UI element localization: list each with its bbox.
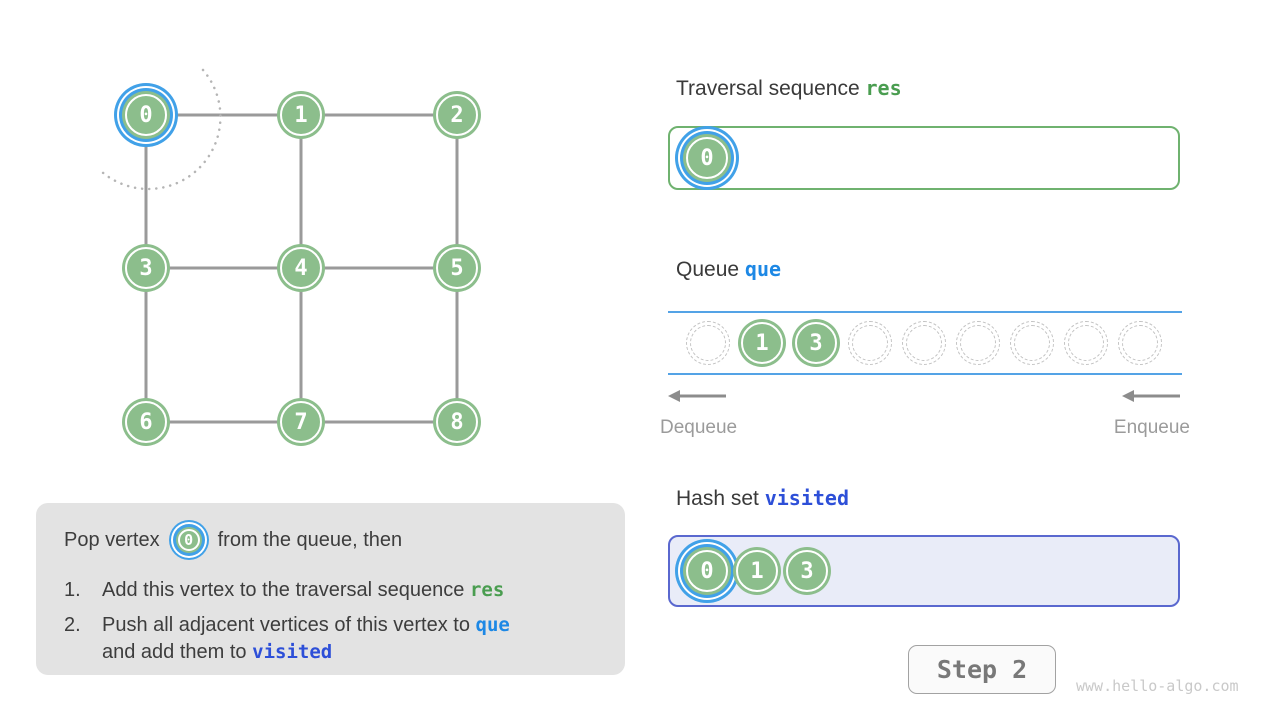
hash-set-heading: Hash set visited — [676, 486, 849, 511]
explanation-box: Pop vertex 0 from the queue, then 1. Add… — [36, 503, 625, 675]
empty-slot-icon — [1010, 321, 1054, 365]
graph-node-1: 1 — [280, 94, 322, 136]
graph-edges — [144, 113, 459, 424]
explanation-intro: Pop vertex 0 from the queue, then — [64, 517, 607, 563]
intro-suffix: from the queue, then — [217, 528, 403, 551]
intro-node-0: 0 — [177, 529, 200, 551]
step-button[interactable]: Step 2 — [908, 645, 1056, 694]
queue-slot-1: 1 — [735, 312, 789, 374]
empty-slot-icon — [956, 321, 1000, 365]
queue-slot-5 — [951, 312, 1005, 374]
traversal-heading-text: Traversal sequence — [676, 77, 860, 100]
bfs-frontier-arc — [100, 68, 222, 191]
hash-set-heading-text: Hash set — [676, 487, 759, 510]
graph-node-2: 2 — [436, 94, 478, 136]
step-number: 2. — [64, 614, 81, 636]
graph-node-7: 7 — [280, 401, 322, 443]
queue-strip: 1 3 — [668, 311, 1182, 375]
queue-slot-4 — [897, 312, 951, 374]
step-text: Push all adjacent vertices of this verte… — [102, 612, 510, 666]
queue-node-3: 3 — [795, 322, 837, 364]
queue-slot-3 — [843, 312, 897, 374]
graph-canvas — [100, 68, 459, 424]
explanation-list: 1. Add this vertex to the traversal sequ… — [64, 577, 607, 666]
queue-heading: Queue que — [676, 257, 781, 282]
graph-node-6: 6 — [125, 401, 167, 443]
enqueue-label: Enqueue — [1113, 417, 1190, 438]
queue-node-1: 1 — [741, 322, 783, 364]
watermark: www.hello-algo.com — [1076, 677, 1239, 695]
step-2-code-que: que — [475, 614, 510, 636]
step-2-text-line2: and add them to visited — [102, 639, 510, 666]
traversal-heading: Traversal sequence res — [676, 76, 902, 101]
queue-slot-0 — [681, 312, 735, 374]
step-2-text2: and add them to — [102, 641, 247, 663]
visited-node-3: 3 — [786, 550, 828, 592]
graph-node-0: 0 — [125, 94, 167, 136]
queue-slot-7 — [1059, 312, 1113, 374]
step-1-code-res: res — [469, 579, 505, 601]
step-1-text: Add this vertex to the traversal sequenc… — [102, 579, 465, 601]
graph-node-4: 4 — [280, 247, 322, 289]
graph-node-5: 5 — [436, 247, 478, 289]
empty-slot-icon — [1118, 321, 1162, 365]
empty-slot-icon — [848, 321, 892, 365]
res-code-label: res — [865, 76, 902, 100]
que-code-label: que — [744, 257, 782, 281]
hash-set-box: 0 1 3 — [668, 535, 1180, 607]
queue-heading-text: Queue — [676, 258, 740, 281]
empty-slot-icon — [902, 321, 946, 365]
dequeue-label: Dequeue — [660, 417, 738, 438]
enqueue-arrow-icon — [1122, 388, 1182, 404]
step-2-code-visited: visited — [252, 641, 333, 663]
dequeue-arrow-icon — [668, 388, 728, 404]
visited-node-1: 1 — [736, 550, 778, 592]
explanation-step-2: 2. Push all adjacent vertices of this ve… — [64, 612, 607, 666]
queue-slot-6 — [1005, 312, 1059, 374]
explanation-step-1: 1. Add this vertex to the traversal sequ… — [64, 577, 607, 604]
res-node-0: 0 — [686, 137, 728, 179]
empty-slot-icon — [1064, 321, 1108, 365]
empty-slot-icon — [686, 321, 730, 365]
visited-code-label: visited — [764, 486, 850, 510]
visited-node-0: 0 — [686, 550, 728, 592]
step-text: Add this vertex to the traversal sequenc… — [102, 577, 504, 604]
queue-slot-2: 3 — [789, 312, 843, 374]
graph-node-3: 3 — [125, 247, 167, 289]
queue-slot-8 — [1113, 312, 1167, 374]
step-2-text: Push all adjacent vertices of this verte… — [102, 614, 470, 636]
graph-node-8: 8 — [436, 401, 478, 443]
step-number: 1. — [64, 579, 81, 601]
traversal-sequence-box: 0 — [668, 126, 1180, 190]
intro-prefix: Pop vertex — [64, 528, 160, 551]
